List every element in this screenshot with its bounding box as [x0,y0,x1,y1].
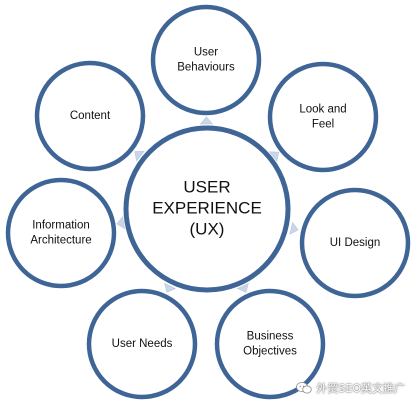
node-user-needs: User Needs [86,288,198,400]
user-needs-label-line: User Needs [112,338,173,350]
arrow-to-look-and-feel [268,151,280,162]
node-circle-information-architecture [5,177,117,289]
center-label-line: (UX) [190,219,225,238]
center-label-line: EXPERIENCE [152,198,262,217]
node-circle-ui-design [299,187,411,299]
watermark: 外贸SEO英文推广 [296,380,405,396]
arrow-to-information-architecture [116,216,126,230]
look-and-feel-label-line: Look and [299,104,346,116]
arrow-to-ui-design [289,221,299,235]
chat-bubble-icon [296,382,313,394]
node-ui-design: UI Design [299,187,411,299]
node-circle-user-behaviours [150,4,262,116]
look-and-feel-label-line: Feel [312,119,334,131]
node-circle-user-needs [86,288,198,400]
business-objectives-label-line: Business [247,331,294,343]
center-node-group: USER EXPERIENCE (UX) [123,125,291,293]
center-circle [123,125,291,293]
arrow-to-user-needs [164,282,177,293]
connector-arrows [116,116,299,293]
information-architecture-label-line: Information [32,220,90,232]
ui-design-label-line: UI Design [330,237,381,249]
business-objectives-label-line: Objectives [243,346,297,358]
arrow-to-business-objectives [236,282,249,293]
content-label-line: Content [70,110,111,122]
node-circle-business-objectives [214,288,326,400]
node-circle-look-and-feel [267,61,379,173]
information-architecture-label-line: Architecture [30,235,91,247]
center-label-line: USER [183,177,230,196]
arrow-to-content [134,150,145,162]
user-behaviours-label-line: User [194,47,218,59]
arrow-to-user-behaviours [199,116,214,125]
watermark-text: 外贸SEO英文推广 [316,382,405,395]
node-content: Content [34,60,146,172]
center-node: USER EXPERIENCE (UX) [123,125,291,293]
user-behaviours-label-line: Behaviours [177,62,235,74]
node-circle-content [34,60,146,172]
